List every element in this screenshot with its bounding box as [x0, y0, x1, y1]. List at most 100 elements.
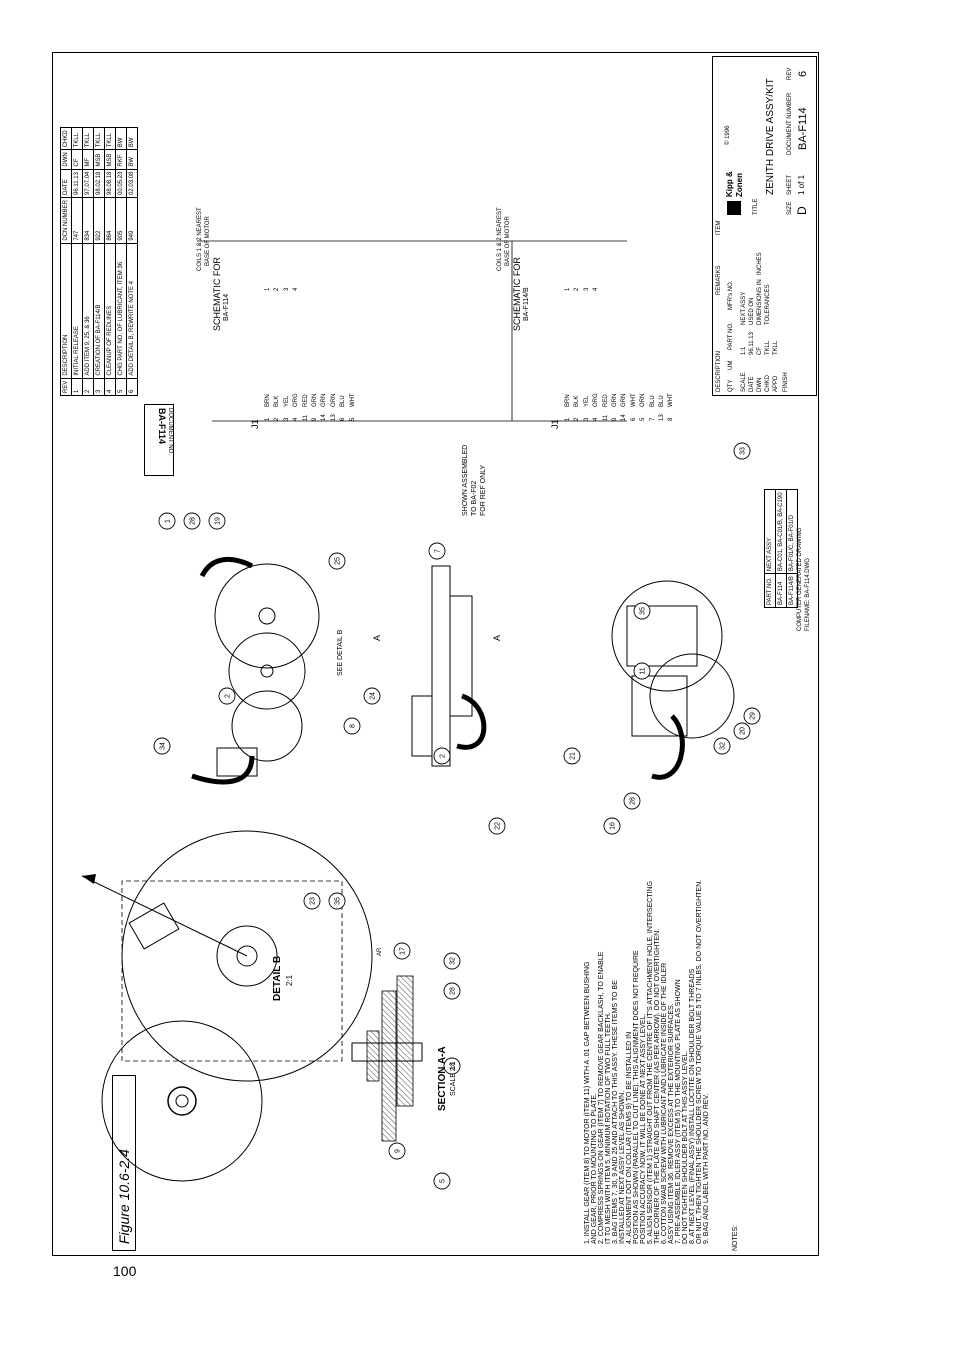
item-balloon: 8 [343, 717, 361, 735]
note-line: POSITION ACCURACY NOW, IT WILL BE DONE A… [640, 1013, 647, 1244]
item-balloon: 5 [433, 1172, 451, 1190]
schematic-2-title: SCHEMATIC FOR [512, 257, 522, 331]
shown-assembled-3: FOR REF ONLY [480, 464, 487, 516]
wire-color: ORN [640, 393, 647, 407]
title-block: DESCRIPTION REMARKS ITEM QTY UM PART NO.… [712, 56, 817, 396]
pin-number: 2 [274, 417, 281, 421]
item-balloon: 11 [633, 662, 651, 680]
copyright: © 1996 [725, 125, 731, 145]
pin-number: 11 [602, 414, 609, 421]
item-balloon: 29 [743, 707, 761, 725]
next-assy-header: NEXT ASSY [764, 489, 776, 574]
schematic-2-coil-note-1: COILS 1 & 2 NEAREST [497, 207, 503, 271]
item-balloon: 25 [328, 552, 346, 570]
wire-color: ORG [593, 393, 600, 407]
coil-number: 4 [593, 287, 600, 291]
bottom-assembly-view [611, 580, 735, 780]
rev-value: 6 [797, 70, 809, 77]
item-balloon-number: 23 [310, 897, 317, 905]
dims-label: DIMENSIONS IN [757, 279, 763, 325]
item-balloon-number: 22 [495, 822, 502, 830]
item-balloon: 35 [328, 892, 346, 910]
computer-note-1: COMPUTER GENERATED DRAWING [797, 527, 803, 631]
company-name-1: Kipp & [725, 171, 734, 197]
notes-label: NOTES: [732, 1224, 739, 1251]
pin-number: 14 [621, 414, 628, 421]
pin-number: 9 [312, 417, 319, 421]
wire-color: BLK [274, 395, 281, 407]
item-balloon: 24 [363, 687, 381, 705]
item-balloon: 28 [623, 792, 641, 810]
note-line: ASSY USING ITEM 36. REMOVE EXCESS AT THE… [668, 1003, 675, 1244]
note-line: THE CORNER OF THE PLATE AND SHAFT CENTER… [654, 928, 661, 1244]
schematic-1-subtitle: BA-F114 [223, 293, 230, 321]
wire-color: RED [602, 394, 609, 407]
schematic-2-wires-labels: BRN BLK YEL ORG RED GRN GRN WHT ORN BLU … [564, 393, 677, 407]
item-balloon-number: 32 [450, 957, 457, 965]
see-detail-b: SEE DETAIL B [337, 629, 344, 676]
note-line: IT TO MESH WITH ITEM 5, MINIMUM ROTATION… [605, 1012, 612, 1244]
finish-label: FINISH [783, 372, 789, 392]
section-marker-top: A [372, 634, 382, 641]
wire-color: BLU [649, 395, 656, 407]
schematic-2-pins: 1 2 3 4 11 9 14 6 5 7 13 8 [564, 414, 677, 421]
date-value: 96.11.13 [749, 332, 755, 355]
note-line: 6. COTTON SWAB SCREW WITH LUBRICANT AND … [661, 962, 668, 1244]
scale-value: 1:1 [741, 346, 747, 355]
item-balloon: 28 [183, 512, 201, 530]
section-marker-bottom: A [492, 634, 502, 641]
wire-color: BRN [265, 394, 271, 407]
schematic-1-pins: 1 2 3 4 11 9 14 13 6 5 [264, 413, 358, 421]
section-a-a-title: SECTION A-A [437, 1046, 448, 1111]
item-balloon: 22 [488, 817, 506, 835]
size-value: D [795, 206, 809, 215]
coil-number: 3 [283, 287, 290, 291]
page-number: 100 [113, 1263, 137, 1279]
drawing-frame [52, 52, 819, 1256]
drawing-sheet: Figure 10.6-2.4 REV DESCRIPTION DCN NUMB… [52, 52, 819, 1256]
item-balloon-number: 29 [750, 712, 757, 720]
item-balloon: 1 [158, 512, 176, 530]
next-assy-cell: BA-F114 [775, 573, 787, 608]
item-balloon-number: 19 [215, 517, 222, 525]
wire-color: YEL [283, 395, 290, 407]
item-balloon-number: 9 [395, 1149, 402, 1153]
item-label: ITEM [716, 220, 722, 235]
coil-number: 3 [583, 287, 590, 291]
note-line: 7. PRE-ASSEMBLE IDLER ASSY (ITEM 5) TO T… [675, 979, 682, 1244]
computer-note-2: FILENAME: BA-F114.DWG [805, 558, 811, 631]
item-balloon: 2 [433, 747, 451, 765]
pin-number: 4 [593, 417, 600, 421]
description-label: DESCRIPTION [716, 350, 722, 392]
item-balloon-number: 35 [335, 897, 342, 905]
next-assy-table: PART NO. NEXT ASSY BA-F114 BA-C01, BA-C0… [764, 489, 798, 608]
pin-number: 1 [565, 417, 571, 421]
item-balloon-number: 16 [610, 822, 617, 830]
coil-number: 2 [574, 287, 581, 291]
wire-color: WHT [630, 393, 637, 407]
next-assy-label: NEXT ASSY [741, 291, 747, 325]
item-balloon: 35 [633, 602, 651, 620]
wire-color: GRN [612, 393, 619, 407]
item-balloon: 2 [218, 687, 236, 705]
item-balloon: 20 [733, 722, 751, 740]
pin-number: 2 [574, 417, 581, 421]
item-balloon-number: 20 [740, 727, 747, 735]
item-balloon: 16 [603, 817, 621, 835]
chkd-label: CHKD [765, 374, 771, 392]
top-assembly-view [191, 556, 320, 785]
item-balloon-number: 35 [640, 607, 647, 615]
wire-color: ORN [330, 393, 337, 407]
item-balloon-number: 24 [370, 692, 377, 700]
wire-color: YEL [583, 395, 590, 407]
schematic-1-wires [197, 240, 627, 422]
coil-number: 2 [274, 287, 281, 291]
pin-number: 14 [321, 414, 328, 421]
pin-number: 9 [612, 417, 619, 421]
pin-number: 5 [349, 417, 356, 421]
tolerances-label: TOLERANCES [765, 284, 771, 325]
wire-color: GRN [621, 393, 628, 407]
wire-color: WHT [668, 393, 675, 407]
size-label: SIZE [787, 201, 793, 215]
